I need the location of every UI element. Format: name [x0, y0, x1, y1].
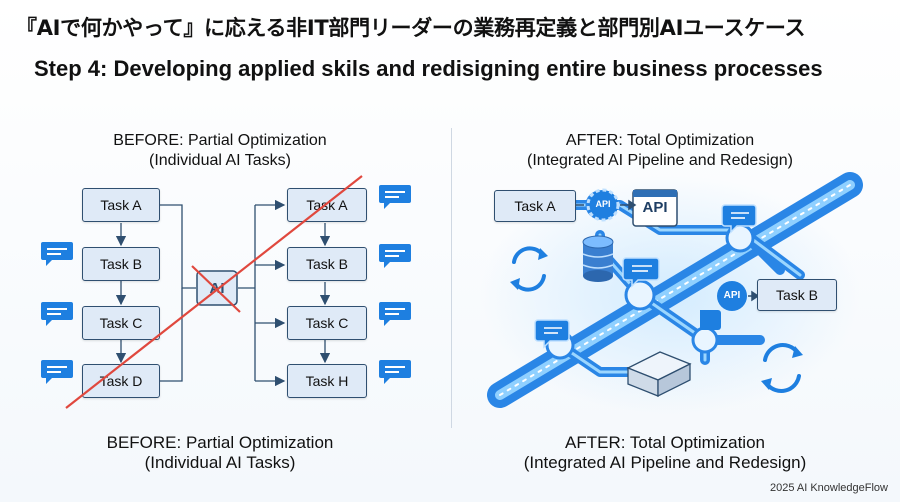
section-divider	[451, 128, 452, 428]
before-left-task-c: Task C	[82, 306, 160, 340]
footer-credit: 2025 AI KnowledgeFlow	[769, 482, 888, 494]
chat-bubble-icon	[41, 242, 73, 266]
api-circle-label: API	[723, 290, 741, 301]
chat-bubble-icon	[379, 302, 411, 326]
chat-bubble-icon	[41, 302, 73, 326]
before-left-task-d: Task D	[82, 364, 160, 398]
title-japanese: 『AIで何かやって』に応える非IT部門リーダーの業務再定義と部門別AIユースケー…	[16, 16, 806, 40]
chat-bubble-icon	[379, 185, 411, 209]
title-english: Step 4: Developing applied skils and red…	[34, 56, 823, 81]
before-right-task-c: Task C	[287, 306, 367, 340]
after-task-a: Task A	[494, 190, 576, 222]
api-gear-label: API	[595, 199, 611, 209]
after-task-b: Task B	[757, 279, 837, 311]
chat-bubble-icon	[379, 244, 411, 268]
before-left-task-b: Task B	[82, 247, 160, 281]
before-left-task-a: Task A	[82, 188, 160, 222]
before-caption: BEFORE: Partial Optimization (Individual…	[106, 433, 334, 472]
after-heading: AFTER: Total Optimization (Integrated AI…	[527, 132, 793, 169]
before-right-task-b: Task B	[287, 247, 367, 281]
chat-bubble-icon	[41, 360, 73, 384]
before-heading: BEFORE: Partial Optimization (Individual…	[113, 132, 327, 169]
before-right-task-a: Task A	[287, 188, 367, 222]
api-window-label: API	[642, 199, 668, 216]
after-caption: AFTER: Total Optimization (Integrated AI…	[523, 433, 807, 472]
before-right-task-h: Task H	[287, 364, 367, 398]
chat-bubble-icon	[379, 360, 411, 384]
